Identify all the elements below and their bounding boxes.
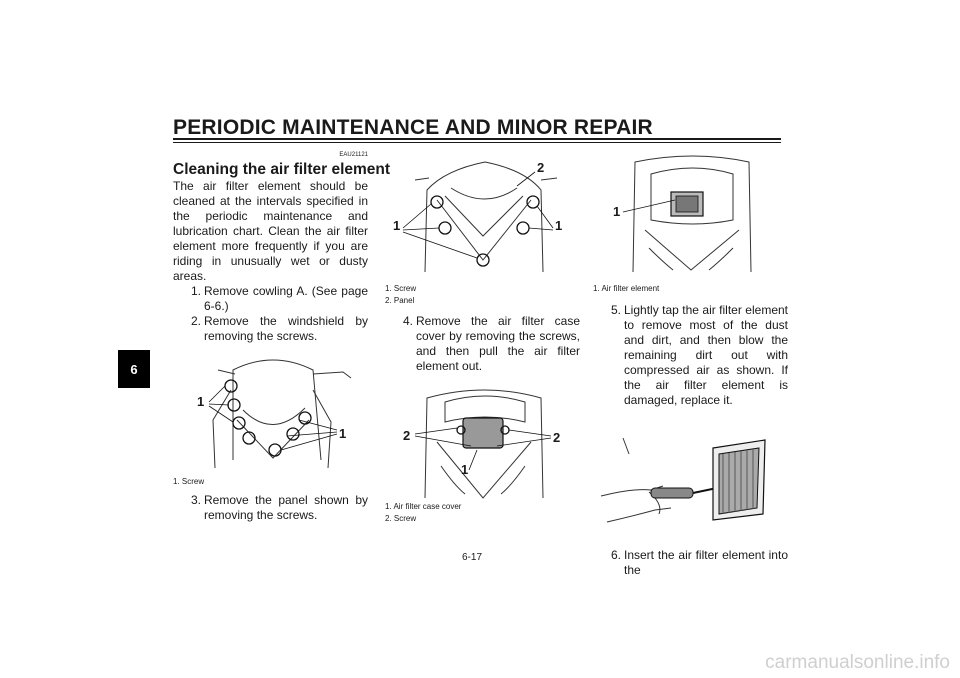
step-number: 6.	[610, 548, 621, 562]
figure-label: 1	[461, 462, 469, 477]
figure-caption: 2. Panel	[385, 296, 415, 305]
step-number: 3.	[190, 493, 201, 507]
figure-compressed-air	[593, 418, 788, 542]
step-text: Remove the panel shown by removing the s…	[204, 493, 368, 522]
column-3: 1 1. Air filter element 5. Lightly tap t…	[593, 150, 788, 578]
windshield-illustration	[208, 359, 352, 469]
step-text: Insert the air filter element into the	[624, 548, 788, 577]
step-text: Lightly tap the air filter element to re…	[624, 303, 788, 407]
column-1: EAU21121 Cleaning the air filter element…	[173, 150, 391, 523]
figure-label: 1	[555, 218, 563, 233]
figure-label: 2	[537, 160, 545, 175]
figure-label: 1	[197, 394, 205, 409]
intro-paragraph: The air filter element should be cleaned…	[173, 179, 368, 283]
step-number: 4.	[402, 314, 413, 328]
figure-label: 1	[613, 204, 621, 219]
figure-windshield-screws: 1 1	[173, 350, 368, 474]
figure-label: 2	[403, 428, 411, 443]
figure-caption: 1. Air filter element	[593, 284, 660, 293]
filter-element-illustration	[622, 155, 752, 273]
step-text: Remove the air filter case cover by remo…	[416, 314, 580, 373]
figure-air-filter-element: 1	[593, 150, 788, 274]
case-cover-shape	[462, 417, 504, 449]
step-4: 4. Remove the air filter case cover by r…	[385, 314, 580, 374]
step-6: 6. Insert the air filter element into th…	[593, 548, 788, 578]
section-code: EAU21121	[339, 152, 368, 158]
step-text: Remove cowling A. (See page 6-6.)	[204, 284, 368, 313]
section-title: Cleaning the air filter element	[173, 161, 391, 178]
header-rule	[173, 138, 781, 140]
column-2: 2 1 1 1. Screw 2. Panel 4. Remove the ai…	[385, 150, 580, 525]
page-number: 6-17	[462, 552, 483, 563]
step-1: 1. Remove cowling A. (See page 6-6.)	[173, 284, 368, 314]
step-number: 2.	[190, 314, 201, 328]
watermark-text: carmanualsonline.info	[765, 652, 950, 673]
chapter-tab: 6	[118, 350, 150, 388]
figure-label: 1	[393, 218, 401, 233]
header-rule-thin	[173, 142, 781, 143]
air-gun-icon	[650, 487, 718, 499]
filter-element-icon	[712, 439, 766, 521]
panel-illustration	[402, 161, 558, 273]
figure-caption: 1. Screw	[385, 284, 417, 293]
figure-air-filter-case-cover: 2 2 1	[385, 382, 580, 500]
figure-panel-screws: 2 1 1	[385, 150, 580, 274]
compressed-air-illustration	[600, 437, 766, 523]
filter-case-illustration	[414, 389, 552, 499]
page-header-title: PERIODIC MAINTENANCE AND MINOR REPAIR	[173, 116, 653, 139]
figure-label: 2	[553, 430, 561, 445]
figure-caption: 1. Screw	[173, 477, 205, 486]
figure-caption: 2. Screw	[385, 514, 417, 523]
step-text: Remove the windshield by removing the sc…	[204, 314, 368, 343]
step-number: 5.	[610, 303, 621, 317]
step-number: 1.	[190, 284, 201, 298]
figure-label: 1	[339, 426, 347, 441]
figure-caption: 1. Air filter case cover	[385, 502, 462, 511]
step-3: 3. Remove the panel shown by removing th…	[173, 493, 368, 523]
step-5: 5. Lightly tap the air filter element to…	[593, 303, 788, 408]
step-2: 2. Remove the windshield by removing the…	[173, 314, 368, 344]
